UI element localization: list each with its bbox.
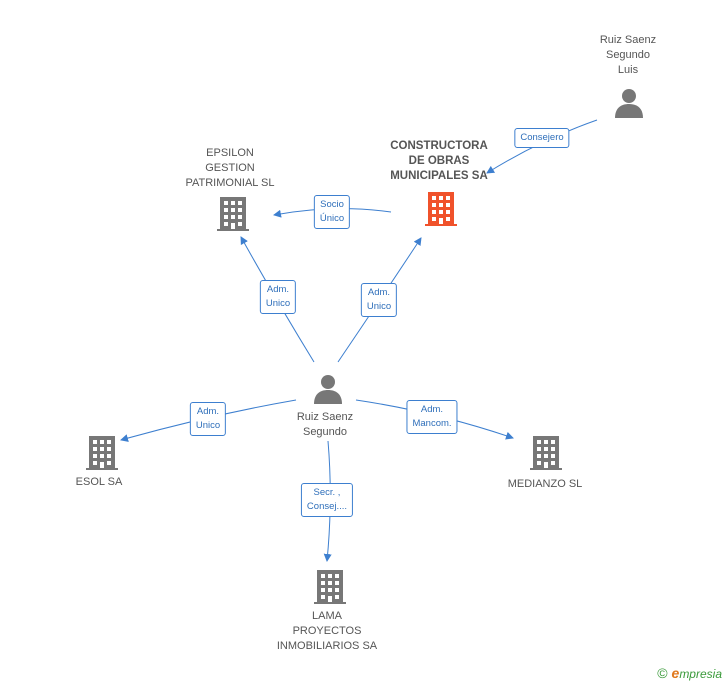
label-line: Segundo [302,426,348,438]
relation-consejero[interactable]: Consejero [514,128,570,148]
label-line: PROYECTOS [292,625,362,637]
relation-text: Unico [265,298,291,309]
label-line: ESOL SA [75,476,123,488]
relation-text: Consejero [520,132,564,143]
relation-text: Adm. [367,287,391,298]
relation-text: Mancom. [412,418,452,429]
relation-text: Único [319,213,345,224]
relation-adm-unico-esol[interactable]: Adm. Unico [189,402,227,436]
label-line: CONSTRUCTORA [390,140,488,152]
relation-adm-mancom[interactable]: Adm. Mancom. [406,400,458,434]
relation-text: Adm. [196,406,220,417]
building-icon[interactable] [425,192,457,226]
label-line: Ruiz Saenz [599,34,657,46]
building-icon[interactable] [530,436,562,470]
node-label-medianzo[interactable]: MEDIANZO SL [508,477,583,492]
node-label-lama[interactable]: LAMA PROYECTOS INMOBILIARIOS SA [277,609,377,654]
label-line: EPSILON [206,147,254,159]
relation-text: Secr. , [313,487,341,498]
brand-initial: e [671,665,680,681]
relation-text: Unico [366,301,392,312]
brand-name: mpresia [679,667,722,681]
label-line: GESTION [205,162,255,174]
label-line: MUNICIPALES SA [390,170,488,182]
relation-text: Socio [320,199,344,210]
relation-text: Adm. [266,284,290,295]
relation-secr-consej[interactable]: Secr. , Consej.... [300,483,354,517]
node-label-constructora[interactable]: CONSTRUCTORA DE OBRAS MUNICIPALES SA [390,139,488,184]
label-line: PATRIMONIAL SL [185,177,275,189]
relation-socio-unico[interactable]: Socio Único [313,195,351,229]
label-line: Segundo [605,49,651,61]
label-line: DE OBRAS [408,155,470,167]
label-line: INMOBILIARIOS SA [276,640,378,652]
copyright-icon: © [657,665,668,681]
relation-text: Consej.... [306,501,348,512]
brand-footer[interactable]: © empresia [657,665,722,681]
node-label-ruiz-saenz-segundo-luis[interactable]: Ruiz Saenz Segundo Luis [600,33,656,78]
relation-adm-unico-epsilon[interactable]: Adm. Unico [259,280,297,314]
node-label-esol[interactable]: ESOL SA [76,475,123,490]
label-line: Ruiz Saenz [296,411,354,423]
node-label-epsilon[interactable]: EPSILON GESTION PATRIMONIAL SL [185,146,274,191]
building-icon[interactable] [314,570,346,604]
label-line: LAMA [312,610,342,622]
building-icon[interactable] [86,436,118,470]
relation-text: Adm. [420,404,444,415]
building-icon[interactable] [217,197,249,231]
node-label-ruiz-saenz-segundo[interactable]: Ruiz Saenz Segundo [297,410,353,440]
person-icon[interactable] [615,89,643,118]
person-icon[interactable] [314,375,342,404]
brand-logo: empresia [672,665,722,681]
label-line: MEDIANZO SL [507,478,583,490]
label-line: Luis [617,64,639,76]
relation-adm-unico-constructora[interactable]: Adm. Unico [360,283,398,317]
relation-text: Unico [195,420,221,431]
